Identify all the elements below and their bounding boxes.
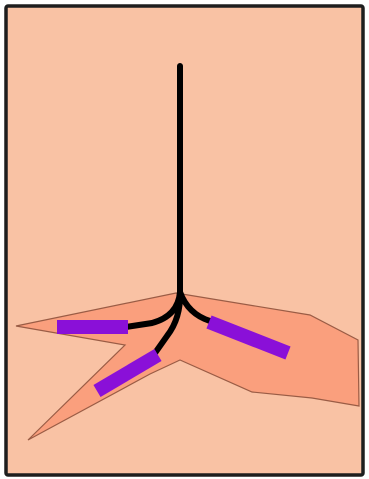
panel-background [6, 6, 363, 475]
